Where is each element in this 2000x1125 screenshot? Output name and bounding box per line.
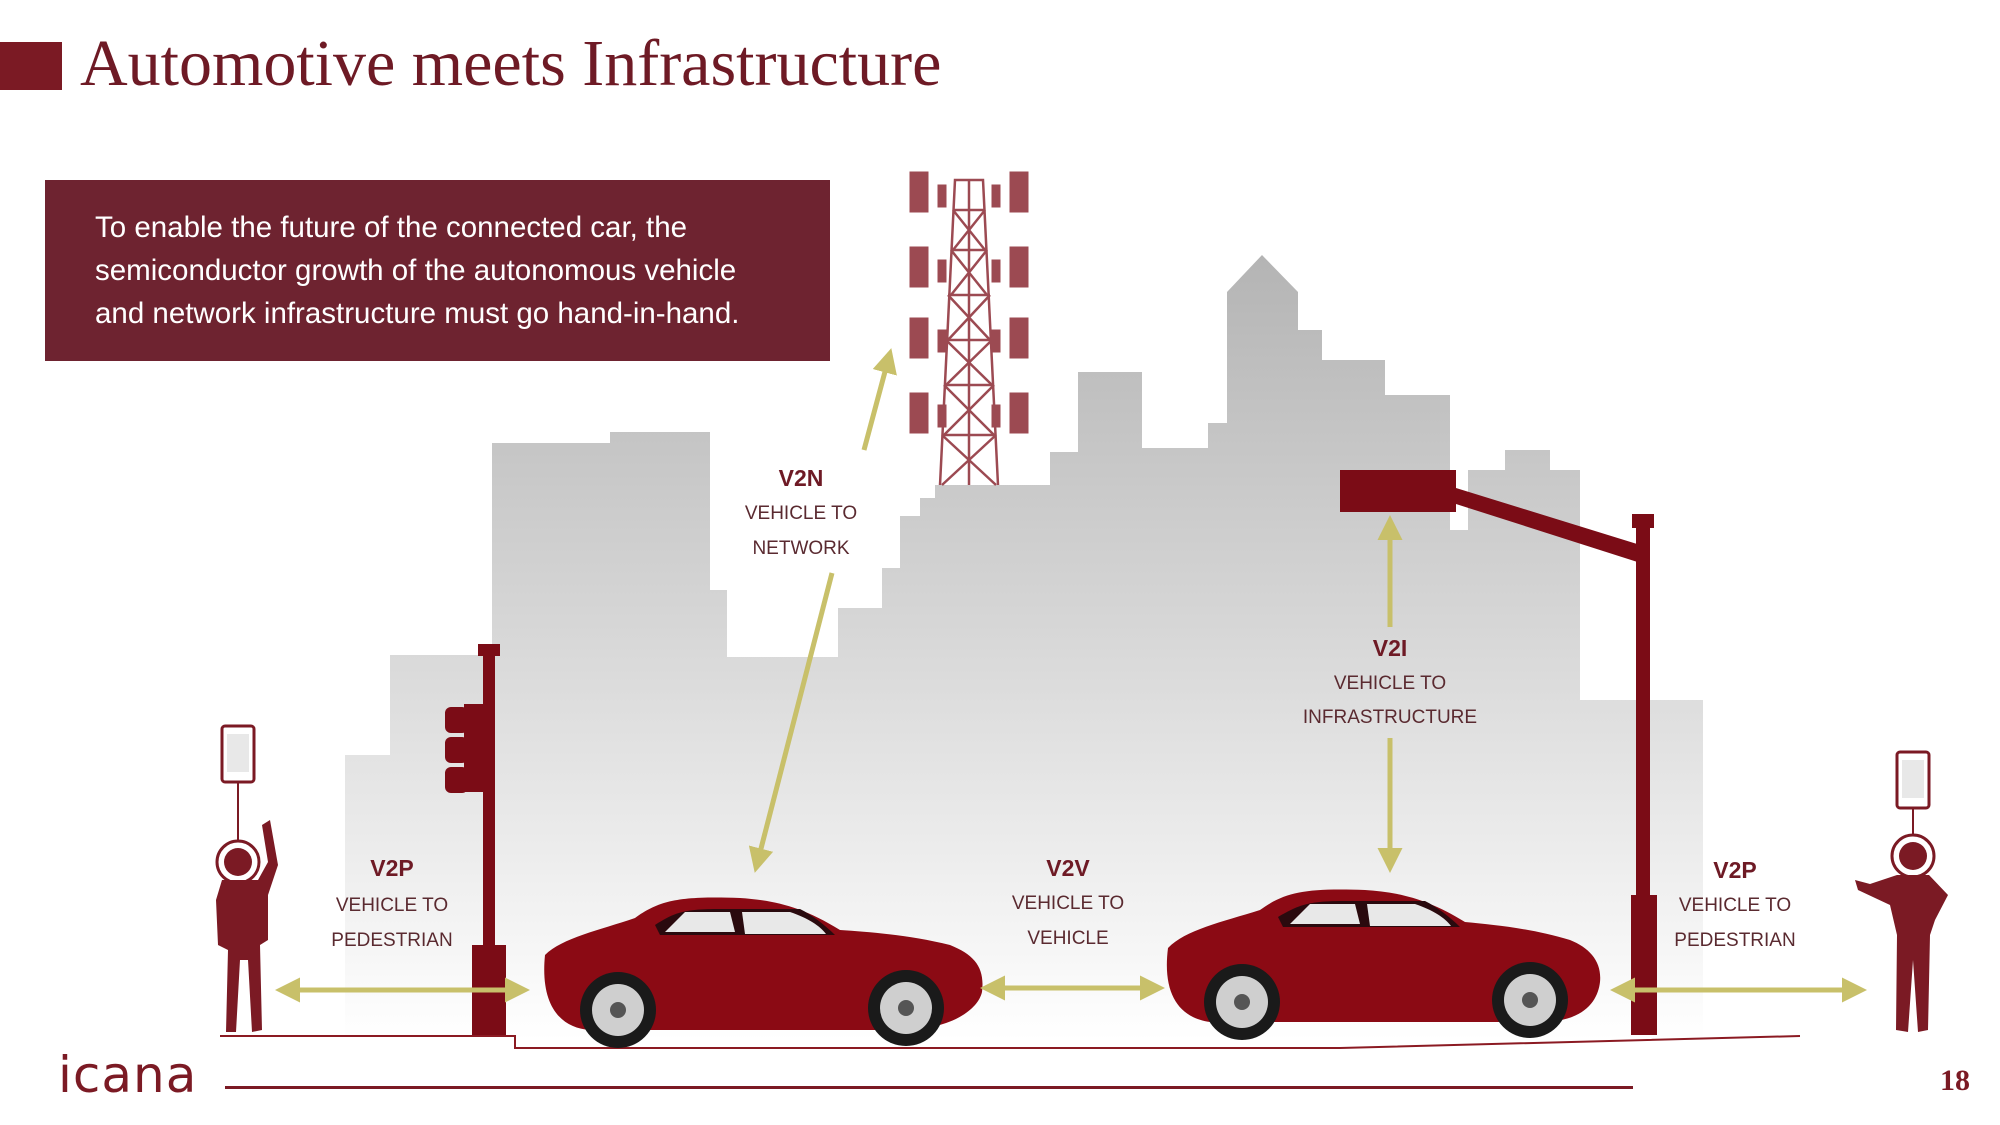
label-v2i-title: V2I xyxy=(1373,635,1408,661)
label-v2v: V2V VEHICLE TO VEHICLE xyxy=(1012,855,1124,949)
cell-tower xyxy=(909,171,1029,486)
label-v2i: V2I VEHICLE TO INFRASTRUCTURE xyxy=(1303,635,1477,728)
label-v2n: V2N VEHICLE TO NETWORK xyxy=(745,465,857,559)
label-v2n-line1: VEHICLE TO xyxy=(745,503,857,524)
label-v2p-right-line1: VEHICLE TO xyxy=(1679,895,1791,916)
street-lamp xyxy=(1340,470,1657,1035)
label-v2p-left-line1: VEHICLE TO xyxy=(336,895,448,916)
info-line-1: To enable the future of the connected ca… xyxy=(95,211,688,244)
label-v2v-line2: VEHICLE xyxy=(1027,928,1108,949)
label-v2n-title: V2N xyxy=(779,465,824,491)
icana-logo: icana xyxy=(58,1046,198,1104)
arrow-v2n-up xyxy=(861,348,897,451)
label-v2i-line1: VEHICLE TO xyxy=(1334,673,1446,694)
ground-line xyxy=(220,1035,1801,1049)
label-v2p-left: V2P VEHICLE TO PEDESTRIAN xyxy=(331,855,452,951)
label-v2p-right: V2P VEHICLE TO PEDESTRIAN xyxy=(1674,857,1795,951)
footer-rule xyxy=(225,1086,1633,1089)
info-line-2: semiconductor growth of the autonomous v… xyxy=(95,254,737,287)
pedestrian-left xyxy=(215,724,278,1032)
arrow-v2n-down xyxy=(748,572,835,873)
label-v2v-line1: VEHICLE TO xyxy=(1012,893,1124,914)
label-v2v-title: V2V xyxy=(1046,855,1090,881)
slide-title: Automotive meets Infrastructure xyxy=(80,27,942,100)
label-v2n-line2: NETWORK xyxy=(752,538,849,559)
car-left xyxy=(544,897,983,1048)
label-v2p-right-title: V2P xyxy=(1713,857,1756,883)
info-box: To enable the future of the connected ca… xyxy=(45,180,830,361)
info-line-3: and network infrastructure must go hand-… xyxy=(95,297,740,330)
label-v2i-line2: INFRASTRUCTURE xyxy=(1303,707,1477,728)
title-accent-bar xyxy=(0,42,62,90)
car-right xyxy=(1166,889,1601,1040)
pedestrian-right xyxy=(1855,750,1948,1032)
label-v2p-left-line2: PEDESTRIAN xyxy=(331,930,452,951)
label-v2p-left-title: V2P xyxy=(370,855,413,881)
city-skyline xyxy=(345,255,1703,1040)
label-v2p-right-line2: PEDESTRIAN xyxy=(1674,930,1795,951)
page-number: 18 xyxy=(1940,1064,1970,1097)
